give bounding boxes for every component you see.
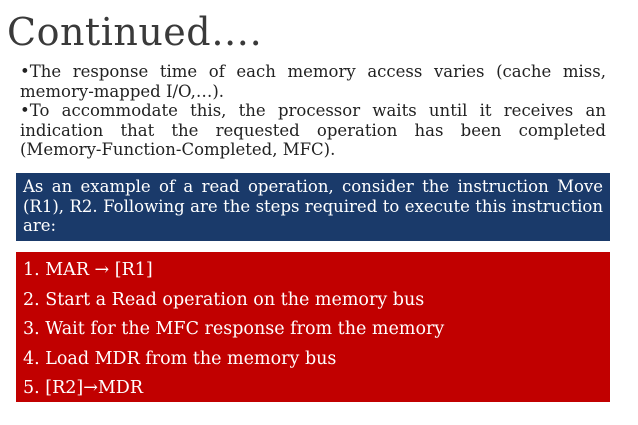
step-item: 5. [R2]→MDR <box>23 378 144 398</box>
step-item: 1. MAR → [R1] <box>23 260 153 280</box>
step-item: 2. Start a Read operation on the memory … <box>23 289 425 310</box>
slide-title: Continued…. <box>7 10 263 54</box>
bullet-item: •The response time of each memory access… <box>20 62 606 101</box>
bullet-item: •To accommodate this, the processor wait… <box>20 101 606 159</box>
steps-box: 1. MAR → [R1] 2. Start a Read operation … <box>16 252 610 402</box>
example-text: As an example of a read operation, consi… <box>23 177 603 235</box>
bullet-list: •The response time of each memory access… <box>20 62 606 160</box>
step-item: 3. Wait for the MFC response from the me… <box>23 319 445 339</box>
step-item: 4. Load MDR from the memory bus <box>23 348 337 369</box>
example-box: As an example of a read operation, consi… <box>16 173 610 241</box>
